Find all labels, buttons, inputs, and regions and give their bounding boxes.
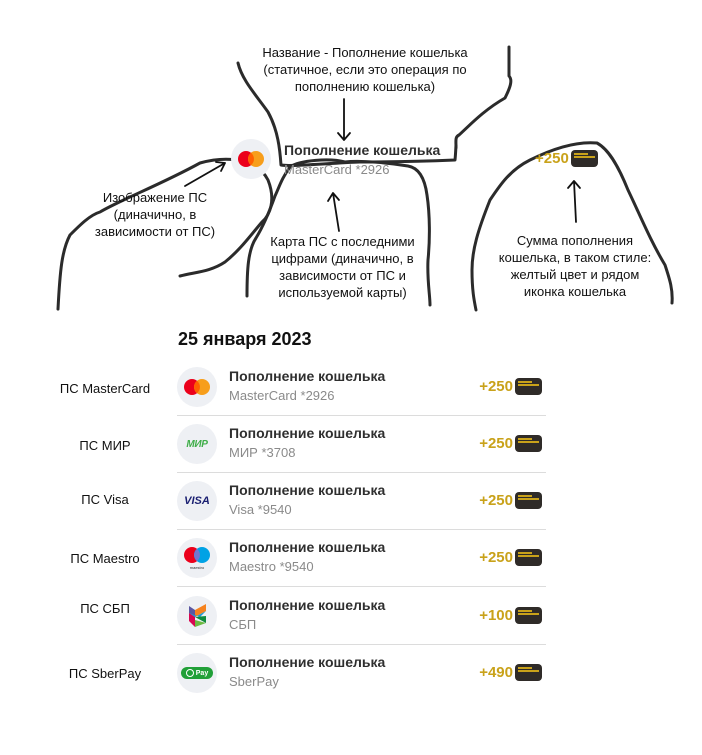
svg-text:maestro: maestro [190, 565, 205, 570]
transaction-title: Пополнение кошелька [229, 482, 386, 498]
transaction-amount: +250 [479, 492, 513, 509]
ps-label: ПС MasterCard [59, 381, 151, 396]
note-amount-description: Сумма пополнения кошелька, в таком стиле… [498, 233, 652, 299]
wallet-icon [515, 607, 542, 624]
ps-label: ПС Maestro [70, 551, 140, 566]
note-logo-description: Изображение ПС (диначично, в зависимости… [94, 190, 216, 239]
wallet-icon [515, 549, 542, 566]
note-title-description: Название - Пополнение кошелька (статично… [262, 45, 468, 94]
payment-system-logo [177, 596, 217, 636]
ps-label: ПС Visa [81, 492, 129, 507]
example-logo [231, 139, 271, 179]
ps-label: ПС СБП [80, 601, 130, 616]
sberpay-icon: Pay [180, 667, 214, 679]
date-header: 25 января 2023 [178, 329, 312, 349]
transaction-card: Maestro *9540 [229, 559, 314, 574]
transaction-title: Пополнение кошелька [229, 368, 386, 384]
wallet-icon [515, 378, 542, 395]
payment-system-logo: МИР [177, 424, 217, 464]
amount-group: +100 [479, 607, 542, 624]
wallet-icon [515, 664, 542, 681]
ps-label: ПС МИР [79, 438, 131, 453]
arrow-to-card [327, 192, 340, 232]
transaction-title: Пополнение кошелька [229, 654, 386, 670]
transaction-amount: +250 [479, 378, 513, 395]
visa-icon: VISA [184, 495, 210, 507]
example-subtitle: MasterCard *2926 [284, 162, 390, 177]
row-divider [177, 472, 546, 473]
transaction-row-mir[interactable]: ПС МИР МИР Пополнение кошелька МИР *3708… [0, 424, 702, 481]
amount-group: +250 [479, 435, 542, 452]
transaction-card: SberPay [229, 674, 279, 689]
transaction-title: Пополнение кошелька [229, 597, 386, 613]
transaction-amount: +250 [479, 435, 513, 452]
amount-group: +250 [479, 549, 542, 566]
transaction-card: Visa *9540 [229, 502, 292, 517]
payment-system-logo: Pay [177, 653, 217, 693]
mastercard-icon [238, 151, 264, 167]
wallet-icon [515, 492, 542, 509]
transaction-row-maestro[interactable]: ПС Maestro maestro Пополнение кошелька M… [0, 538, 702, 595]
row-divider [177, 415, 546, 416]
transaction-card: МИР *3708 [229, 445, 296, 460]
example-title: Пополнение кошелька [284, 142, 441, 158]
amount-group: +490 [479, 664, 542, 681]
row-divider [177, 644, 546, 645]
transaction-card: СБП [229, 617, 257, 632]
transaction-card: MasterCard *2926 [229, 388, 335, 403]
mir-icon: МИР [186, 438, 208, 450]
sberpay-logo-text: Pay [195, 669, 209, 677]
transaction-amount: +250 [479, 549, 513, 566]
transaction-title: Пополнение кошелька [229, 425, 386, 441]
transaction-row-visa[interactable]: ПС Visa VISA Пополнение кошелька Visa *9… [0, 481, 702, 538]
sber-check-icon [185, 669, 194, 677]
transaction-title: Пополнение кошелька [229, 539, 386, 555]
wallet-icon [515, 435, 542, 452]
example-amount: +250 [535, 150, 569, 167]
payment-system-logo: maestro [177, 538, 217, 578]
mastercard-icon [184, 379, 210, 395]
transaction-amount: +100 [479, 607, 513, 624]
row-divider [177, 586, 546, 587]
amount-group: +250 [479, 378, 542, 395]
ps-label: ПС SberPay [68, 666, 142, 681]
transaction-row-sberpay[interactable]: ПС SberPay Pay Пополнение кошелька SberP… [0, 653, 702, 710]
arrow-to-amount [567, 180, 581, 223]
maestro-icon: maestro [184, 547, 210, 570]
payment-system-logo: VISA [177, 481, 217, 521]
example-amount-group: +250 [535, 150, 598, 167]
transaction-row-mastercard[interactable]: ПС MasterCard Пополнение кошелька Master… [0, 367, 702, 424]
arrow-to-title [337, 98, 351, 141]
wallet-icon [570, 150, 598, 167]
arrow-to-logo [184, 161, 226, 187]
row-divider [177, 529, 546, 530]
payment-system-logo [177, 367, 217, 407]
transaction-amount: +490 [479, 664, 513, 681]
note-card-description: Карта ПС с последними цифрами (диначично… [270, 234, 415, 300]
sbp-icon [189, 604, 206, 627]
transaction-row-sbp[interactable]: ПС СБП Пополнение кошелька СБП +100 [0, 596, 702, 653]
amount-group: +250 [479, 492, 542, 509]
